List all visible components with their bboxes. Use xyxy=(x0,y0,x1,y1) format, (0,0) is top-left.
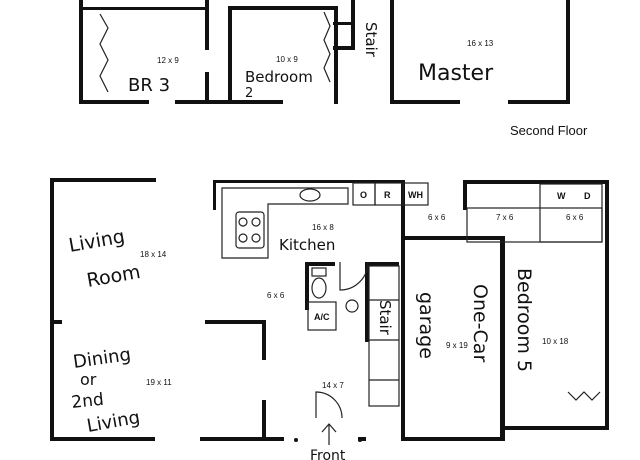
bedroom5-dims: 10 x 18 xyxy=(542,337,569,346)
dining-label-line4: Living xyxy=(85,407,141,437)
kitchen-dims: 16 x 8 xyxy=(312,223,334,232)
laundry-dims: 6 x 6 xyxy=(566,213,584,222)
bath-door-swing xyxy=(339,261,369,291)
ac-label: A/C xyxy=(314,312,330,322)
pantry-wh-label: WH xyxy=(408,190,423,200)
front-label: Front xyxy=(310,448,346,460)
living-label-line1: Living xyxy=(67,225,126,256)
foyer-dims: 14 x 7 xyxy=(322,381,344,390)
bedroom2-dims: 10 x 9 xyxy=(276,55,298,64)
first-floor-walls xyxy=(50,178,609,441)
closet-dims: 7 x 6 xyxy=(496,213,514,222)
master-label: Master xyxy=(418,61,494,86)
garage-dims: 9 x 19 xyxy=(446,341,468,350)
second-floor-title: Second Floor xyxy=(510,123,588,138)
br3-label: BR 3 xyxy=(128,75,170,96)
garage-label-line2: garage xyxy=(415,292,437,359)
master-dims: 16 x 13 xyxy=(467,39,494,48)
closet-door-bedroom5 xyxy=(567,391,601,401)
kitchen-label: Kitchen xyxy=(279,236,335,254)
bedroom2-label-line1: Bedroom xyxy=(245,68,313,86)
bedroom2-label-line2: 2 xyxy=(245,86,253,101)
closet-door-br3 xyxy=(99,13,109,93)
first-floor-stair-treads xyxy=(369,299,399,381)
closet-door-bedroom2 xyxy=(323,11,331,83)
pantry-r-label: R xyxy=(384,190,391,200)
second-floor-stair-label: Stair xyxy=(362,22,380,58)
sink xyxy=(345,299,359,313)
dining-label-line2: or xyxy=(80,370,97,389)
toilet xyxy=(311,267,327,299)
living-label-line2: Room xyxy=(85,261,142,292)
second-floor-walls xyxy=(79,0,570,104)
br3-dims: 12 x 9 xyxy=(157,56,179,65)
laundry-w-label: W xyxy=(557,191,566,201)
pantry-o-label: O xyxy=(360,190,367,200)
dining-label-line1: Dining xyxy=(72,344,132,373)
kitchen-counter xyxy=(221,187,349,259)
front-steps xyxy=(294,438,362,442)
bedroom5-label: Bedroom 5 xyxy=(513,268,535,372)
dining-label-line3: 2nd xyxy=(70,390,104,413)
first-floor-stair-label: Stair xyxy=(376,300,394,336)
front-arrow-icon xyxy=(321,423,337,445)
garage-label-line1: One-Car xyxy=(469,284,491,362)
hall-dims: 6 x 6 xyxy=(267,291,285,300)
laundry-d-label: D xyxy=(584,191,591,201)
pantry-dims: 6 x 6 xyxy=(428,213,446,222)
living-dims: 18 x 14 xyxy=(140,250,167,259)
front-door-swing xyxy=(315,391,343,419)
dining-dims: 19 x 11 xyxy=(146,378,172,387)
